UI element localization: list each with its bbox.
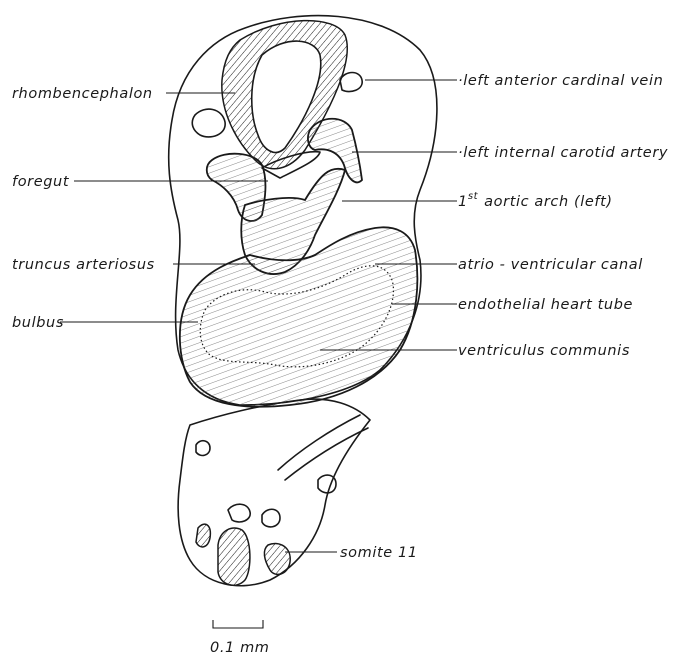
aortic-arch-superscript: st xyxy=(468,191,479,202)
notochord xyxy=(228,504,250,522)
somite-11 xyxy=(264,544,290,575)
label-aortic-arch: 1st aortic arch (left) xyxy=(458,191,613,210)
label-rhombencephalon: rhombencephalon xyxy=(12,86,153,102)
somite-left xyxy=(196,524,210,547)
vessel-lower-left xyxy=(196,441,210,456)
vessel-lower-right xyxy=(318,475,336,493)
label-left-internal-carotid-artery: ·left internal carotid artery xyxy=(458,145,668,161)
head-vessel-left xyxy=(192,109,225,137)
scale-bar xyxy=(213,620,263,628)
label-bulbus: bulbus xyxy=(12,315,64,331)
notochord-right xyxy=(262,509,280,527)
label-truncus-arteriosus: truncus arteriosus xyxy=(12,257,155,273)
gut-tube-lower xyxy=(278,415,368,480)
left-anterior-cardinal-vein xyxy=(340,73,362,92)
label-ventriculus-communis: ventriculus communis xyxy=(458,343,630,359)
label-left-anterior-cardinal-vein: ·left anterior cardinal vein xyxy=(458,73,663,89)
label-atrio-ventricular-canal: atrio - ventricular canal xyxy=(458,257,643,273)
label-somite-11: somite 11 xyxy=(340,545,418,561)
label-scale: 0.1 mm xyxy=(210,640,270,656)
label-foregut: foregut xyxy=(12,174,70,190)
label-endothelial-heart-tube: endothelial heart tube xyxy=(458,297,633,313)
aortic-arch-number: 1 xyxy=(458,194,468,210)
aortic-arch-text: aortic arch (left) xyxy=(484,194,613,210)
neural-tube xyxy=(218,528,250,585)
